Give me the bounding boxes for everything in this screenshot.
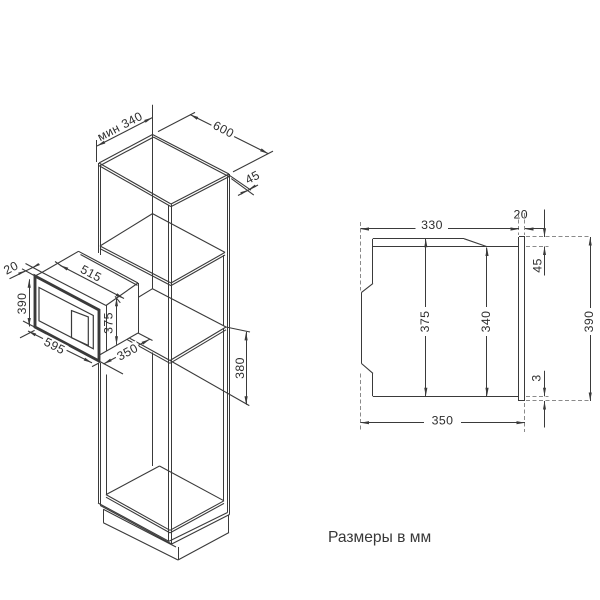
svg-text:375: 375 [418, 311, 432, 333]
svg-text:390: 390 [582, 311, 596, 333]
svg-text:45: 45 [530, 258, 544, 272]
svg-text:20: 20 [1, 258, 20, 277]
svg-text:375: 375 [102, 312, 116, 334]
svg-text:380: 380 [233, 357, 247, 379]
svg-text:20: 20 [514, 208, 528, 222]
svg-text:Размеры в мм: Размеры в мм [328, 529, 431, 546]
svg-text:3: 3 [530, 374, 544, 381]
svg-text:45: 45 [243, 168, 262, 187]
svg-text:350: 350 [432, 414, 454, 428]
svg-text:330: 330 [421, 218, 443, 232]
svg-text:390: 390 [15, 293, 29, 315]
svg-text:340: 340 [479, 311, 493, 333]
